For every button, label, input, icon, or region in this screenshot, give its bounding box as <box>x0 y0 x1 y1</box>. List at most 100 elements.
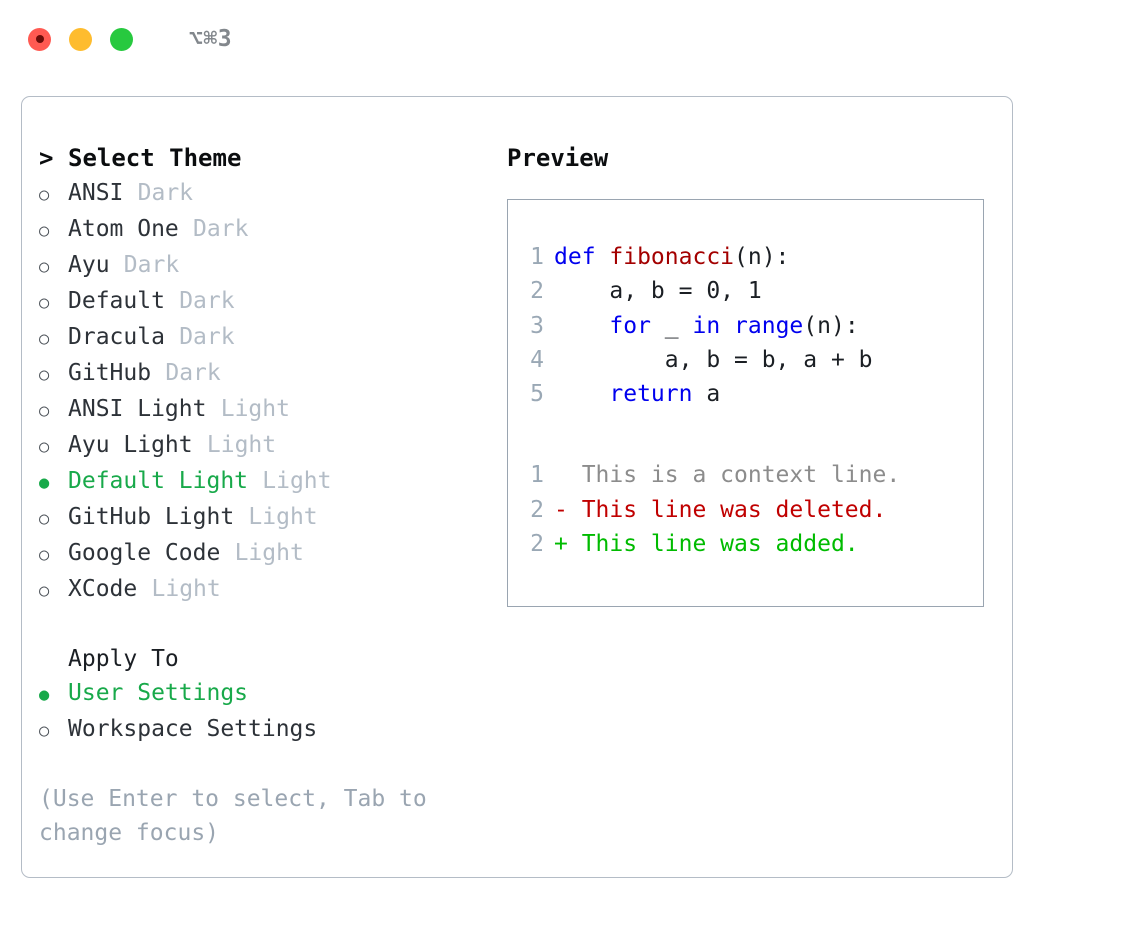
apply-to-option-label: Workspace Settings <box>68 716 318 742</box>
code-token-plain: (n): <box>734 244 790 270</box>
radio-unselected-icon: ○ <box>39 257 50 277</box>
diff-text-add: + This line was added. <box>554 531 859 558</box>
radio-unselected-icon: ○ <box>39 293 50 313</box>
code-token-plain <box>554 381 609 407</box>
theme-name-label: XCode <box>68 576 138 602</box>
code-token-plain <box>720 313 734 339</box>
theme-name-label: Atom One <box>68 216 179 242</box>
theme-list-item[interactable]: ○ XCode Light <box>39 572 487 608</box>
radio-unselected-icon: ○ <box>39 221 50 241</box>
select-theme-header: > Select Theme <box>39 141 487 175</box>
code-token-plain <box>554 313 609 339</box>
code-token-plain: a <box>692 381 721 408</box>
line-number: 3 <box>530 312 544 339</box>
apply-to-option-label: User Settings <box>68 680 249 706</box>
code-token-kw: in <box>692 312 721 339</box>
code-text: for _ in range(n): <box>554 309 859 343</box>
theme-variant-badge: Dark <box>123 252 180 278</box>
theme-variant-badge: Light <box>151 576 221 602</box>
line-number: 2 <box>530 278 544 305</box>
theme-name-label: GitHub Light <box>68 504 235 530</box>
theme-variant-badge: Dark <box>137 180 194 206</box>
prompt-caret-icon: > <box>39 144 54 172</box>
keyboard-hint-text: (Use Enter to select, Tab to change focu… <box>39 786 441 846</box>
theme-variant-badge: Dark <box>193 216 249 242</box>
traffic-lights <box>28 27 133 51</box>
radio-selected-icon: ● <box>39 473 50 493</box>
theme-list-item[interactable]: ● Default Light Light <box>39 464 487 500</box>
maximize-button-icon[interactable] <box>110 27 133 51</box>
code-token-kw: for <box>609 312 651 339</box>
theme-name-label: Default <box>68 288 165 314</box>
diff-text-del: - This line was deleted. <box>554 496 887 523</box>
theme-variant-badge: Light <box>220 396 290 422</box>
radio-unselected-icon: ○ <box>39 401 50 421</box>
theme-variant-badge: Light <box>234 540 304 566</box>
line-number: 2 <box>530 531 544 558</box>
theme-name-label: Dracula <box>68 324 165 350</box>
line-number: 4 <box>530 346 544 373</box>
code-token-plain: (n): <box>803 312 859 339</box>
theme-name-label: Ayu Light <box>68 432 193 458</box>
theme-variant-badge: Dark <box>179 324 235 350</box>
code-text: a, b = b, a + b <box>554 343 873 377</box>
minimize-button-icon[interactable] <box>69 27 92 51</box>
theme-list-item[interactable]: ○ Dracula Dark <box>39 320 487 356</box>
apply-to-option[interactable]: ○Workspace Settings <box>39 712 487 748</box>
title-bar: ⌥⌘3 <box>0 0 1140 78</box>
theme-variant-badge: Light <box>262 468 332 494</box>
code-text: def fibonacci(n): <box>554 240 789 274</box>
theme-name-label: Default Light <box>68 468 249 494</box>
diff-line: 2 + This line was added. <box>508 527 983 561</box>
diff-line: 1 This is a context line. <box>508 458 983 492</box>
radio-unselected-icon: ○ <box>39 365 50 385</box>
radio-selected-icon: ● <box>39 685 50 705</box>
theme-variant-badge: Light <box>248 504 318 530</box>
line-number: 5 <box>530 381 544 408</box>
apply-to-label: Apply To <box>68 646 179 672</box>
apply-to-options: ● User Settings ○Workspace Settings <box>39 676 487 748</box>
radio-unselected-icon: ○ <box>39 437 50 457</box>
theme-list-item[interactable]: ○ Ayu Light Light <box>39 428 487 464</box>
theme-list-item[interactable]: ○ ANSI Light Light <box>39 392 487 428</box>
code-token-kw: return <box>609 381 693 408</box>
theme-variant-badge: Dark <box>179 288 235 314</box>
radio-unselected-icon: ○ <box>39 329 50 349</box>
theme-list-item[interactable]: ○ Default Dark <box>39 284 487 320</box>
line-number: 1 <box>530 244 544 270</box>
code-token-plain: a, b = b, a + b <box>554 346 873 373</box>
line-number: 2 <box>530 496 544 523</box>
preview-title: Preview <box>507 144 609 172</box>
close-button-icon[interactable] <box>28 27 51 51</box>
code-token-plain: _ <box>650 312 693 339</box>
code-token-fn: fibonacci <box>609 244 735 270</box>
code-line: 3 for _ in range(n): <box>508 309 983 343</box>
code-line: 4 a, b = b, a + b <box>508 343 983 377</box>
code-text: return a <box>554 377 720 411</box>
theme-name-label: Google Code <box>68 540 221 566</box>
theme-list-item[interactable]: ○ Atom One Dark <box>39 212 487 248</box>
theme-name-label: ANSI Light <box>68 396 207 422</box>
diff-line: 2 - This line was deleted. <box>508 493 983 527</box>
radio-unselected-icon: ○ <box>39 581 50 601</box>
theme-name-label: GitHub <box>68 360 152 386</box>
keyboard-shortcut-label: ⌥⌘3 <box>189 26 233 52</box>
code-line: 2 a, b = 0, 1 <box>508 274 983 308</box>
select-theme-title: Select Theme <box>68 144 242 172</box>
diff-gap <box>508 411 983 458</box>
radio-unselected-icon: ○ <box>39 185 50 205</box>
code-token-kw: def <box>554 244 610 270</box>
code-token-plain: a, b = 0, 1 <box>554 278 762 305</box>
theme-variant-badge: Light <box>206 432 277 458</box>
apply-to-option[interactable]: ● User Settings <box>39 676 487 712</box>
